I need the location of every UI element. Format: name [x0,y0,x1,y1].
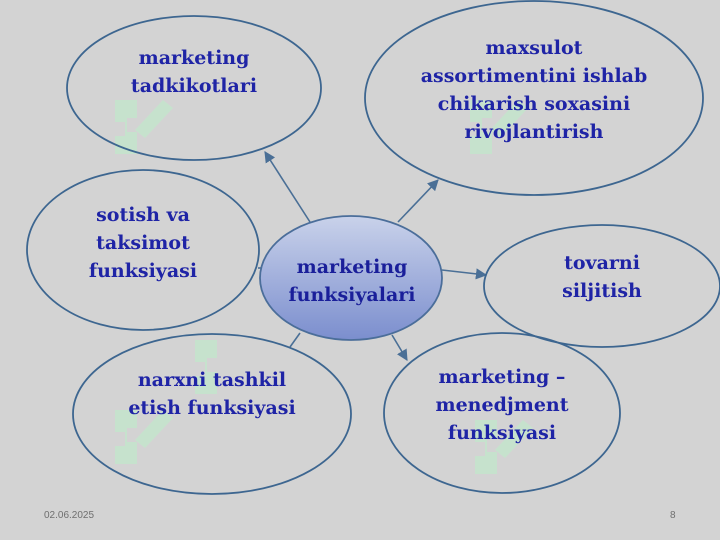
arrow-to-marketing-menedjment [391,334,408,361]
label-marketing-menedjment: marketing – menedjment funksiyasi [435,366,569,444]
outer-ellipses [26,0,720,495]
label-marketing-tadkikotlari: marketing tadkikotlari [130,47,258,97]
ellipse-marketing-tadkikotlari [66,15,322,161]
arrow-to-maxsulot-assortimenti [397,179,439,223]
ellipse-tovarni-siljitish [483,224,720,348]
label-tovarni-siljitish: tovarni siljitish [562,252,642,302]
footer-date: 02.06.2025 [44,510,95,521]
footer-page-number: 8 [670,510,676,521]
ellipse-center [259,215,443,341]
label-maxsulot-assortimenti: maxsulot assortimentini ishlab chikarish… [420,37,648,143]
ellipse-marketing-menedjment [383,332,621,494]
ellipse-sotish-taksimot [26,169,260,331]
label-narxni-tashkil: narxni tashkil etish funksiyasi [128,369,296,419]
arrow-to-tovarni-siljitish [441,268,488,280]
soft-logo-watermark [115,100,533,474]
ellipse-maxsulot-assortimenti [364,0,704,196]
ellipse-narxni-tashkil [72,333,352,495]
line-to-narxni-tashkil [289,332,301,348]
arrow-to-marketing-tadkikotlari [264,151,311,223]
label-sotish-taksimot: sotish va taksimot funksiyasi [88,204,198,282]
label-center-marketing-funksiyalari: marketing funksiyalari [288,256,416,306]
